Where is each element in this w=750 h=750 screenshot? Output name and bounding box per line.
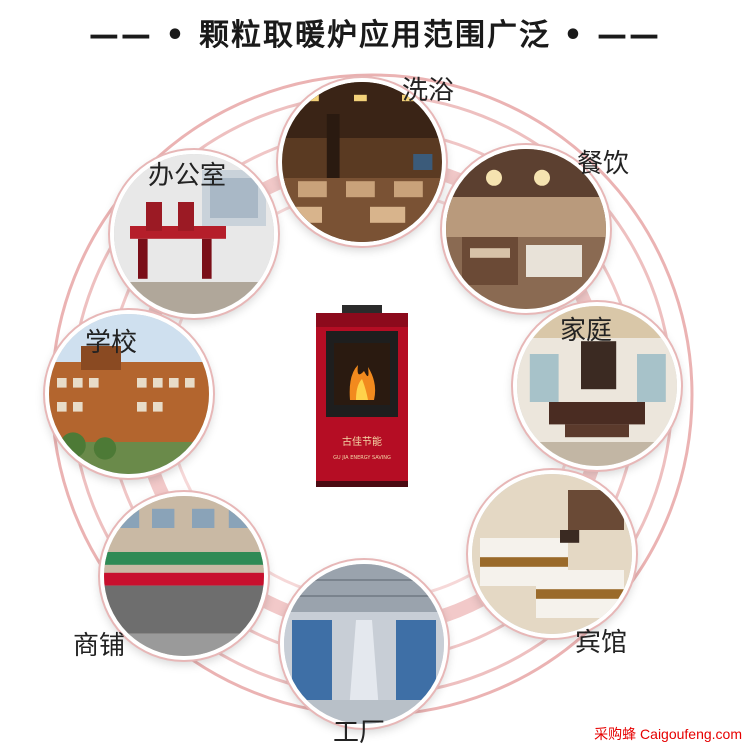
bubble-bath bbox=[278, 78, 446, 246]
page-title: —— • 颗粒取暖炉应用范围广泛 • —— bbox=[88, 18, 662, 53]
home-scene-image bbox=[517, 306, 677, 466]
bath-scene-image bbox=[282, 82, 442, 242]
bubble-dining bbox=[442, 145, 610, 313]
label-shop: 商铺 bbox=[73, 631, 126, 661]
dining-scene-image bbox=[446, 149, 606, 309]
label-hotel: 宾馆 bbox=[575, 628, 628, 658]
label-factory: 工厂 bbox=[333, 718, 386, 748]
bubble-school bbox=[45, 310, 213, 478]
bubble-shop bbox=[100, 492, 268, 660]
label-home: 家庭 bbox=[560, 316, 613, 346]
label-office: 办公室 bbox=[148, 161, 227, 191]
school-scene-image bbox=[49, 314, 209, 474]
factory-scene-image bbox=[284, 564, 444, 724]
pellet-stove: 古佳节能 GU JIA ENERGY SAVING bbox=[316, 305, 408, 487]
watermark: 采购蜂 Caigoufeng.com bbox=[594, 726, 742, 742]
label-dining: 餐饮 bbox=[577, 149, 630, 179]
shop-scene-image bbox=[104, 496, 264, 656]
stove-brand-text: 古佳节能 bbox=[342, 435, 382, 448]
label-bath: 洗浴 bbox=[402, 76, 455, 106]
label-school: 学校 bbox=[85, 328, 138, 358]
bubble-home bbox=[513, 302, 681, 470]
bubble-factory bbox=[280, 560, 448, 728]
hotel-scene-image bbox=[472, 474, 632, 634]
bubble-office bbox=[110, 150, 278, 318]
stove-sub-text: GU JIA ENERGY SAVING bbox=[333, 455, 391, 461]
bubble-hotel bbox=[468, 470, 636, 638]
